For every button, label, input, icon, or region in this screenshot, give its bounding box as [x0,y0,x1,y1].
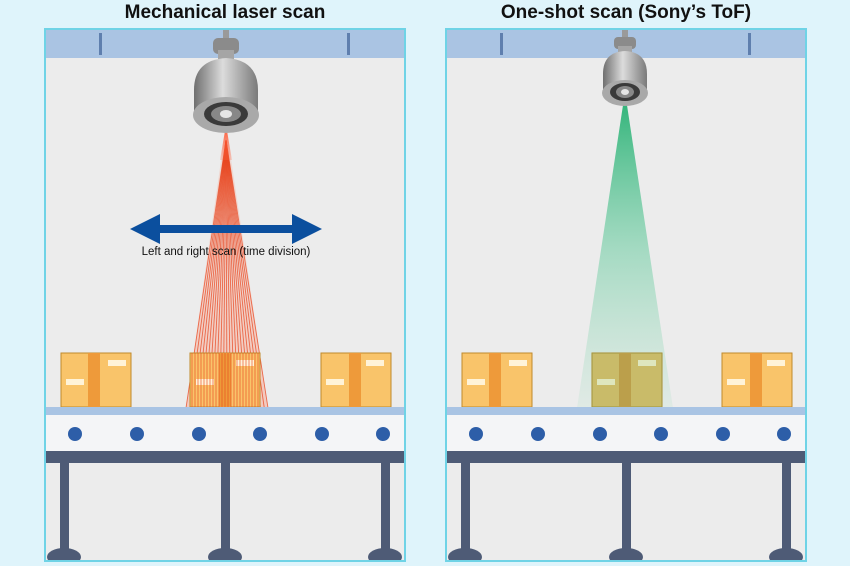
mechanical-scan-illustration [46,30,404,560]
conveyor-belt [46,407,404,560]
one-shot-scan-panel [445,28,807,562]
parcel-box [721,352,793,408]
left-panel-title: Mechanical laser scan [124,2,326,23]
tof-light-cone [577,92,673,408]
mechanical-scan-panel: Left and right scan (time division) [44,28,406,562]
tof-camera-icon [602,30,648,106]
camera-icon [193,30,259,133]
parcel-box-scanned [591,352,663,408]
scan-description-label: Left and right scan (time division) [141,246,311,258]
parcel-box-scanned [189,352,261,408]
one-shot-scan-illustration [447,30,805,560]
parcel-box [461,352,533,408]
left-right-scan-arrow-icon [130,214,322,244]
parcel-box [320,352,392,408]
right-panel-title: One-shot scan (Sony’s ToF) [500,2,752,23]
conveyor-belt [447,407,805,560]
parcel-box [60,352,132,408]
